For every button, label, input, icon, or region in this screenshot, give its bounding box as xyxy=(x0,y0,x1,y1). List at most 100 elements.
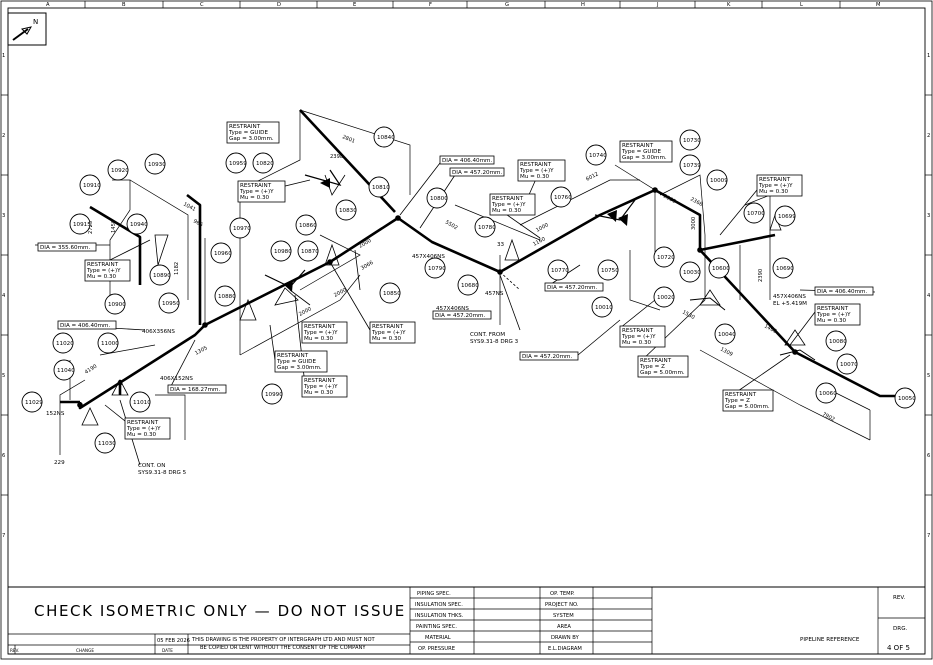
svg-text:Type = (+)Y: Type = (+)Y xyxy=(816,312,851,318)
bubble-10830: 10830 xyxy=(335,199,357,221)
check-isometric-banner: CHECK ISOMETRIC ONLY — DO NOT ISSUE xyxy=(34,602,406,620)
svg-text:10810: 10810 xyxy=(372,185,390,191)
pipeline-reference-label: PIPELINE REFERENCE xyxy=(800,637,860,643)
svg-text:2000: 2000 xyxy=(662,193,676,204)
svg-text:1182: 1182 xyxy=(174,262,180,275)
grid-row-5: 5 xyxy=(2,373,5,379)
svg-text:10890: 10890 xyxy=(153,273,171,279)
svg-text:Mu = 0.30: Mu = 0.30 xyxy=(87,274,117,280)
restraint-note-y-6: RESTRAINT Type = (+)Y Mu = 0.30 xyxy=(517,159,566,182)
field-op-temp: OP. TEMP. xyxy=(550,591,575,597)
svg-text:Type = (+)Y: Type = (+)Y xyxy=(239,189,274,195)
field-area: AREA xyxy=(557,624,571,630)
svg-text:10970: 10970 xyxy=(233,226,251,232)
note-457x406-c: 457X406NS xyxy=(773,294,806,300)
svg-text:2398: 2398 xyxy=(330,154,343,160)
svg-text:Type = GUIDE: Type = GUIDE xyxy=(228,130,268,136)
grid-row-3-right: 3 xyxy=(927,213,930,219)
svg-text:Gap = 3.00mm.: Gap = 3.00mm. xyxy=(277,365,322,371)
svg-text:RESTRAINT: RESTRAINT xyxy=(492,196,524,202)
bubble-10990: 10990 xyxy=(261,383,283,405)
field-system: SYSTEM xyxy=(553,613,574,619)
svg-text:Gap = 3.00mm.: Gap = 3.00mm. xyxy=(229,136,274,142)
grid-row-7-right: 7 xyxy=(927,533,930,539)
restraint-note-guide-top: RESTRAINT Type = GUIDE Gap = 3.00mm. xyxy=(226,121,280,144)
dia-label-9: DIA = 406.40mm. xyxy=(814,286,874,296)
svg-text:10600: 10600 xyxy=(712,266,730,272)
svg-text:10880: 10880 xyxy=(218,294,236,300)
svg-text:Type = (+)Y: Type = (+)Y xyxy=(621,334,656,340)
bubble-10900: 10900 xyxy=(104,293,126,315)
svg-text:Type = (+)Y: Type = (+)Y xyxy=(126,426,161,432)
note-457x406-a: 457X406NS xyxy=(412,254,445,260)
date-column-header: DATE xyxy=(162,648,173,653)
svg-text:1305: 1305 xyxy=(194,345,208,356)
bubble-10760: 10760 xyxy=(550,186,572,208)
bubble-10739: 10739 xyxy=(679,154,701,176)
grid-row-2: 2 xyxy=(2,133,5,139)
guide-symbol-2 xyxy=(264,269,306,306)
restraint-note-y-10: RESTRAINT Type = (+)Y Mu = 0.30 xyxy=(814,303,861,326)
restraint-note-y-11: RESTRAINT Type = (+)Y Mu = 0.30 xyxy=(619,325,666,348)
svg-text:Gap = 5.00mm.: Gap = 5.00mm. xyxy=(640,370,685,376)
grid-col-h: H xyxy=(581,2,585,8)
diameter-labels: DIA = 406.40mm. DIA = 457.20mm. DIA = 35… xyxy=(37,155,874,394)
drg-label: DRG. xyxy=(893,626,908,632)
svg-text:1450: 1450 xyxy=(111,220,117,233)
svg-text:Type = GUIDE: Type = GUIDE xyxy=(276,359,316,365)
svg-text:Type = (+)Y: Type = (+)Y xyxy=(303,384,338,390)
north-arrow-icon xyxy=(12,26,32,41)
svg-text:Mu = 0.30: Mu = 0.30 xyxy=(622,340,652,346)
bubble-10030: 10030 xyxy=(679,261,701,283)
note-elevation: EL +5.419M xyxy=(773,301,807,307)
svg-text:Type = GUIDE: Type = GUIDE xyxy=(621,149,661,155)
field-material: MATERIAL xyxy=(425,635,451,641)
svg-text:10980: 10980 xyxy=(274,249,292,255)
grid-row-6-right: 6 xyxy=(927,453,930,459)
bubble-10920: 10920 xyxy=(107,159,129,181)
svg-text:2000: 2000 xyxy=(298,306,312,317)
issue-date: 05 FEB 2026 xyxy=(157,638,190,644)
svg-text:10040: 10040 xyxy=(718,332,736,338)
svg-text:10790: 10790 xyxy=(428,266,446,272)
svg-text:10780: 10780 xyxy=(478,225,496,231)
svg-text:RESTRAINT: RESTRAINT xyxy=(725,392,757,398)
bubble-10050: 10050 xyxy=(894,387,916,409)
svg-text:DIA = 168.27mm.: DIA = 168.27mm. xyxy=(170,387,220,393)
svg-text:10930: 10930 xyxy=(148,162,166,168)
bubble-10860: 10860 xyxy=(295,214,317,236)
svg-text:966: 966 xyxy=(192,218,204,228)
svg-text:1000: 1000 xyxy=(535,222,549,233)
dia-label-3: DIA = 355.60mm. xyxy=(37,242,97,252)
z-support-symbol xyxy=(689,297,816,361)
svg-text:Type = (+)Y: Type = (+)Y xyxy=(491,202,526,208)
field-insulation-thks: INSULATION THKS. xyxy=(415,613,464,619)
note-152ns: 152NS xyxy=(46,411,65,417)
svg-text:RESTRAINT: RESTRAINT xyxy=(229,124,261,130)
restraint-note-y-9: RESTRAINT Type = (+)Y Mu = 0.30 xyxy=(756,174,803,197)
grid-col-c: C xyxy=(200,2,204,8)
svg-text:10820: 10820 xyxy=(256,161,274,167)
svg-text:5502: 5502 xyxy=(444,220,458,232)
north-label: N xyxy=(33,18,38,26)
dia-label-8: DIA = 457.20mm. xyxy=(519,351,579,361)
bubble-10810: 10810 xyxy=(368,176,390,198)
note-457ns: 457NS xyxy=(485,291,504,297)
bubble-10940: 10940 xyxy=(126,213,148,235)
svg-text:10690: 10690 xyxy=(776,266,794,272)
svg-text:RESTRAINT: RESTRAINT xyxy=(622,328,654,334)
support-symbols xyxy=(81,169,816,426)
restraint-note-guide-right: RESTRAINT Type = GUIDE Gap = 3.00mm. xyxy=(619,140,673,163)
guide-symbol-1 xyxy=(304,169,346,196)
svg-text:RESTRAINT: RESTRAINT xyxy=(127,420,159,426)
svg-text:10860: 10860 xyxy=(299,223,317,229)
svg-text:RESTRAINT: RESTRAINT xyxy=(372,324,404,330)
restraint-note-y-7: RESTRAINT Type = (+)Y Mu = 0.30 xyxy=(489,193,536,216)
change-column-header: CHANGE xyxy=(76,648,94,653)
svg-text:3000: 3000 xyxy=(691,217,697,230)
svg-text:10950: 10950 xyxy=(162,301,180,307)
bubble-10680: 10680 xyxy=(457,274,479,296)
restraint-note-y-5: RESTRAINT Type = (+)Y Mu = 0.30 xyxy=(301,375,348,398)
svg-text:11040: 11040 xyxy=(57,368,75,374)
dia-label-7: DIA = 457.20mm. xyxy=(544,282,604,292)
